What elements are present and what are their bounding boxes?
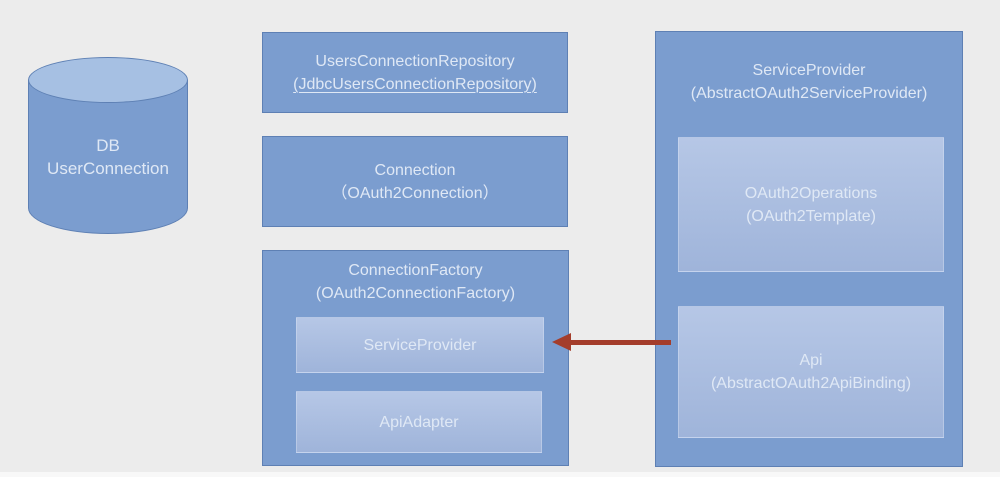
bottom-edge-strip [0, 472, 1000, 477]
db-cylinder-body [28, 80, 188, 234]
node-title: UsersConnectionRepository [315, 52, 515, 70]
connection-label: Connection （OAuth2Connection） [263, 137, 567, 226]
service-provider-label: ServiceProvider (AbstractOAuth2ServicePr… [656, 32, 962, 105]
node-title: Api [799, 352, 823, 369]
users-connection-repository-box: UsersConnectionRepository (JdbcUsersConn… [262, 32, 568, 113]
api-box: Api (AbstractOAuth2ApiBinding) [678, 306, 944, 438]
node-title: ServiceProvider [752, 62, 866, 79]
node-subtitle: （OAuth2Connection） [331, 184, 499, 202]
node-subtitle: (AbstractOAuth2ApiBinding) [710, 375, 912, 392]
node-title: OAuth2Operations [744, 184, 878, 202]
db-cylinder-top-ellipse [28, 57, 188, 103]
db-label-line2: UserConnection [47, 158, 169, 178]
db-cylinder: DB UserConnection [28, 57, 188, 234]
node-title: ConnectionFactory [348, 262, 483, 279]
node-subtitle-link: (JdbcUsersConnectionRepository) [293, 75, 537, 93]
node-subtitle: (OAuth2ConnectionFactory) [315, 285, 516, 302]
users-connection-repository-label: UsersConnectionRepository (JdbcUsersConn… [263, 33, 567, 112]
connection-factory-service-provider-box: ServiceProvider [296, 317, 544, 373]
connection-factory-api-adapter-box: ApiAdapter [296, 391, 542, 453]
db-label: DB UserConnection [28, 57, 188, 234]
db-label-line1: DB [96, 135, 120, 155]
connection-factory-box: ConnectionFactory (OAuth2ConnectionFacto… [262, 250, 569, 466]
node-title: Connection [374, 161, 456, 179]
service-provider-box: ServiceProvider (AbstractOAuth2ServicePr… [655, 31, 963, 467]
node-title: ServiceProvider [363, 336, 477, 354]
dependency-arrow-line [570, 340, 671, 345]
node-subtitle: (OAuth2Template) [746, 207, 876, 225]
dependency-arrow-head-icon [552, 333, 571, 351]
node-title: ApiAdapter [379, 413, 459, 431]
connection-box: Connection （OAuth2Connection） [262, 136, 568, 227]
node-subtitle: (AbstractOAuth2ServiceProvider) [690, 85, 928, 102]
oauth2-operations-box: OAuth2Operations (OAuth2Template) [678, 137, 944, 272]
connection-factory-label: ConnectionFactory (OAuth2ConnectionFacto… [263, 251, 568, 305]
